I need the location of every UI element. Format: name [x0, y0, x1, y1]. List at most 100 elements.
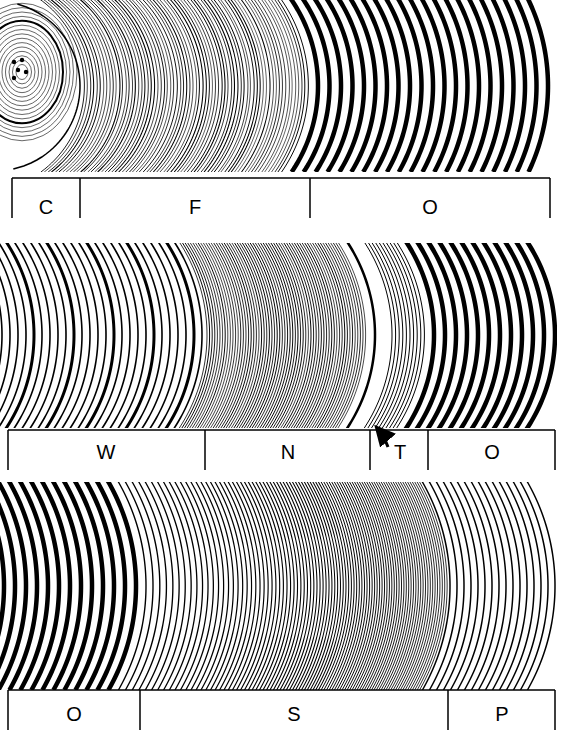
growth-ring	[505, 482, 534, 690]
growth-ring	[315, 482, 344, 690]
growth-ring	[350, 0, 375, 172]
growth-ring	[277, 0, 305, 172]
growth-ring	[526, 243, 555, 428]
growth-ring	[150, 482, 179, 690]
growth-ring	[346, 243, 375, 428]
growth-ring	[480, 0, 502, 172]
growth-ring	[334, 243, 363, 428]
growth-ring	[409, 482, 438, 690]
core-ring	[0, 43, 46, 102]
growth-ring	[89, 0, 130, 172]
growth-ring	[414, 482, 443, 690]
growth-ring	[174, 482, 203, 690]
growth-ring	[270, 0, 299, 172]
growth-ring	[363, 243, 392, 428]
growth-ring	[263, 0, 292, 172]
growth-ring	[449, 482, 478, 690]
growth-ring	[333, 482, 362, 690]
growth-ring	[292, 243, 321, 428]
growth-ring	[290, 0, 318, 172]
growth-ring	[303, 243, 332, 428]
zone-label: W	[96, 442, 117, 462]
growth-ring	[45, 0, 90, 172]
ring-strip	[0, 243, 555, 428]
growth-ring	[338, 482, 367, 690]
growth-ring	[269, 243, 298, 428]
growth-ring	[191, 243, 220, 428]
growth-ring	[463, 482, 492, 690]
growth-ring	[144, 482, 173, 690]
growth-ring	[361, 482, 390, 690]
growth-ring	[0, 243, 18, 428]
growth-ring	[236, 0, 266, 172]
growth-ring	[421, 0, 444, 172]
growth-ring	[217, 0, 248, 172]
growth-ring	[445, 0, 467, 172]
growth-ring	[117, 482, 146, 690]
pointer-arrow	[377, 428, 388, 447]
growth-ring	[138, 482, 167, 690]
growth-ring	[107, 482, 136, 690]
growth-ring	[404, 482, 433, 690]
growth-ring	[394, 482, 423, 690]
growth-ring	[492, 0, 513, 172]
growth-ring	[240, 0, 270, 172]
growth-ring	[338, 0, 364, 172]
growth-ring	[484, 482, 513, 690]
growth-ring	[274, 0, 302, 172]
growth-ring	[374, 0, 399, 172]
ring-strip	[0, 482, 555, 690]
growth-ring	[358, 482, 387, 690]
growth-ring	[386, 0, 410, 172]
zone-label: O	[65, 704, 83, 724]
core-ring	[0, 38, 49, 106]
growth-ring	[336, 482, 365, 690]
growth-ring	[276, 482, 305, 690]
growth-ring	[390, 482, 419, 690]
growth-ring	[230, 0, 261, 172]
growth-ring	[272, 243, 301, 428]
core-ring	[2, 47, 42, 97]
core-ring	[0, 16, 67, 127]
growth-ring	[300, 243, 329, 428]
growth-ring	[267, 0, 296, 172]
growth-ring	[516, 0, 537, 172]
growth-ring	[282, 482, 311, 690]
growth-ring	[397, 482, 426, 690]
growth-ring	[406, 482, 435, 690]
growth-ring	[195, 482, 224, 690]
growth-ring	[213, 0, 244, 172]
growth-ring	[196, 243, 225, 428]
growth-ring	[374, 243, 403, 428]
growth-ring	[392, 482, 421, 690]
growth-ring	[378, 482, 407, 690]
core-ring	[0, 3, 77, 141]
growth-ring	[246, 243, 275, 428]
growth-ring	[363, 482, 392, 690]
growth-ring	[382, 482, 411, 690]
growth-ring	[381, 243, 410, 428]
zone-label: N	[280, 442, 296, 462]
growth-ring	[387, 482, 416, 690]
growth-ring	[392, 243, 421, 428]
growth-ring	[260, 0, 289, 172]
growth-ring	[206, 0, 238, 172]
ring-strip	[0, 0, 548, 172]
growth-ring	[385, 482, 414, 690]
zone-label: T	[393, 442, 407, 462]
growth-ring	[398, 0, 422, 172]
growth-ring	[272, 482, 301, 690]
growth-ring	[53, 0, 97, 172]
growth-ring	[165, 0, 199, 172]
core-dot	[12, 76, 16, 80]
growth-ring	[124, 482, 153, 690]
growth-ring	[173, 243, 202, 428]
growth-ring	[410, 0, 433, 172]
growth-ring	[103, 0, 142, 172]
growth-ring	[351, 482, 380, 690]
growth-ring	[279, 482, 308, 690]
growth-ring	[201, 243, 230, 428]
growth-ring	[222, 243, 251, 428]
growth-ring	[49, 0, 94, 172]
growth-ring	[196, 0, 228, 172]
